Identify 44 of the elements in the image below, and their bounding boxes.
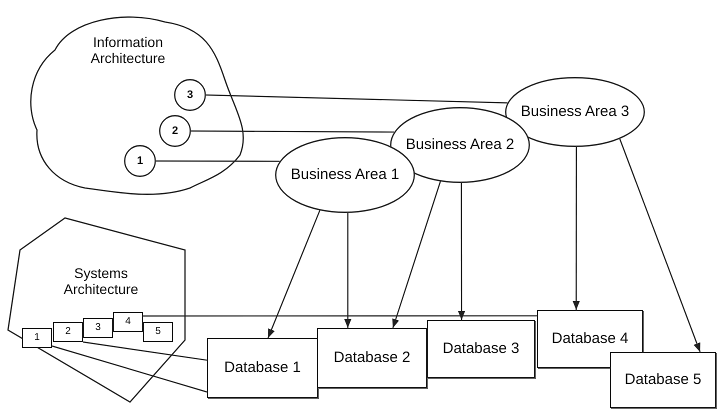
numbered-circle bbox=[159, 115, 191, 147]
database-box bbox=[317, 328, 427, 388]
connector-line bbox=[82, 341, 208, 361]
node-label: 3 bbox=[95, 322, 101, 334]
arrow bbox=[572, 147, 580, 310]
node-label: 2 bbox=[65, 326, 71, 338]
small-box bbox=[22, 328, 52, 348]
node-label: Database 1 bbox=[224, 359, 301, 377]
connector-line bbox=[206, 94, 508, 104]
small-box bbox=[83, 318, 113, 338]
arrow bbox=[619, 138, 701, 352]
node-label: Business Area 3 bbox=[520, 103, 630, 121]
node-label: Database 3 bbox=[442, 340, 520, 358]
small-box bbox=[143, 322, 173, 342]
node-label: 2 bbox=[172, 124, 178, 138]
database-box bbox=[610, 352, 716, 408]
connector-line bbox=[156, 160, 280, 162]
numbered-circle bbox=[124, 145, 156, 177]
node-label: Database 4 bbox=[552, 330, 628, 348]
database-box bbox=[427, 320, 535, 378]
node-label: Database 5 bbox=[624, 371, 702, 389]
node-label: Database 2 bbox=[334, 349, 410, 367]
arrow bbox=[268, 210, 320, 338]
database-box bbox=[537, 310, 643, 368]
connector-line bbox=[191, 130, 394, 133]
node-label: 4 bbox=[125, 316, 131, 328]
node-label: Business Area 2 bbox=[406, 136, 514, 154]
numbered-circle bbox=[174, 79, 206, 111]
node-label: 3 bbox=[186, 88, 194, 102]
arrow bbox=[344, 212, 352, 328]
arrow bbox=[392, 181, 441, 328]
small-box bbox=[113, 312, 143, 332]
node-label: Business Area 1 bbox=[290, 166, 400, 184]
node-label: 1 bbox=[34, 332, 40, 344]
database-box bbox=[207, 338, 318, 398]
node-label: 5 bbox=[155, 326, 161, 338]
node-label: Information Architecture bbox=[90, 34, 166, 66]
node-label: 1 bbox=[136, 154, 144, 168]
ellipse-node bbox=[505, 77, 645, 147]
arrow bbox=[458, 183, 466, 320]
connector-line bbox=[143, 315, 537, 317]
small-box bbox=[53, 322, 83, 342]
connector-line bbox=[52, 345, 208, 393]
node-label: Systems Architecture bbox=[62, 265, 140, 298]
